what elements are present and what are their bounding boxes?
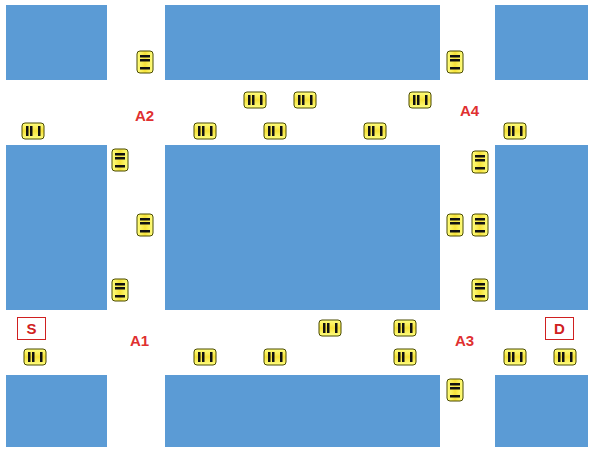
car-icon xyxy=(294,92,316,108)
car-icon xyxy=(137,51,153,73)
car-icon xyxy=(504,349,526,365)
car-icon xyxy=(319,320,341,336)
car-icon xyxy=(137,214,153,236)
cars xyxy=(22,51,576,401)
location-text: D xyxy=(554,321,565,336)
location-box: S xyxy=(17,317,46,340)
car-icon xyxy=(472,151,488,173)
car-icon xyxy=(244,92,266,108)
car-icon xyxy=(554,349,576,365)
car-icon xyxy=(504,123,526,139)
car-icon xyxy=(409,92,431,108)
car-icon xyxy=(264,123,286,139)
intersection-label: A2 xyxy=(135,108,154,123)
car-icon xyxy=(472,214,488,236)
car-icon xyxy=(24,349,46,365)
car-icon xyxy=(112,149,128,171)
intersection-label: A3 xyxy=(455,333,474,348)
city-blocks xyxy=(6,5,588,447)
intersection-label: A1 xyxy=(130,333,149,348)
car-icon xyxy=(112,279,128,301)
car-icon xyxy=(472,279,488,301)
car-icon xyxy=(194,349,216,365)
car-icon xyxy=(364,123,386,139)
car-icon xyxy=(447,379,463,401)
car-icon xyxy=(447,214,463,236)
location-box: D xyxy=(545,317,574,340)
intersection-label: A4 xyxy=(460,103,479,118)
car-icon xyxy=(447,51,463,73)
car-icon xyxy=(394,320,416,336)
car-icon xyxy=(194,123,216,139)
car-icon xyxy=(264,349,286,365)
car-icon xyxy=(22,123,44,139)
location-text: S xyxy=(26,321,36,336)
car-icon xyxy=(394,349,416,365)
